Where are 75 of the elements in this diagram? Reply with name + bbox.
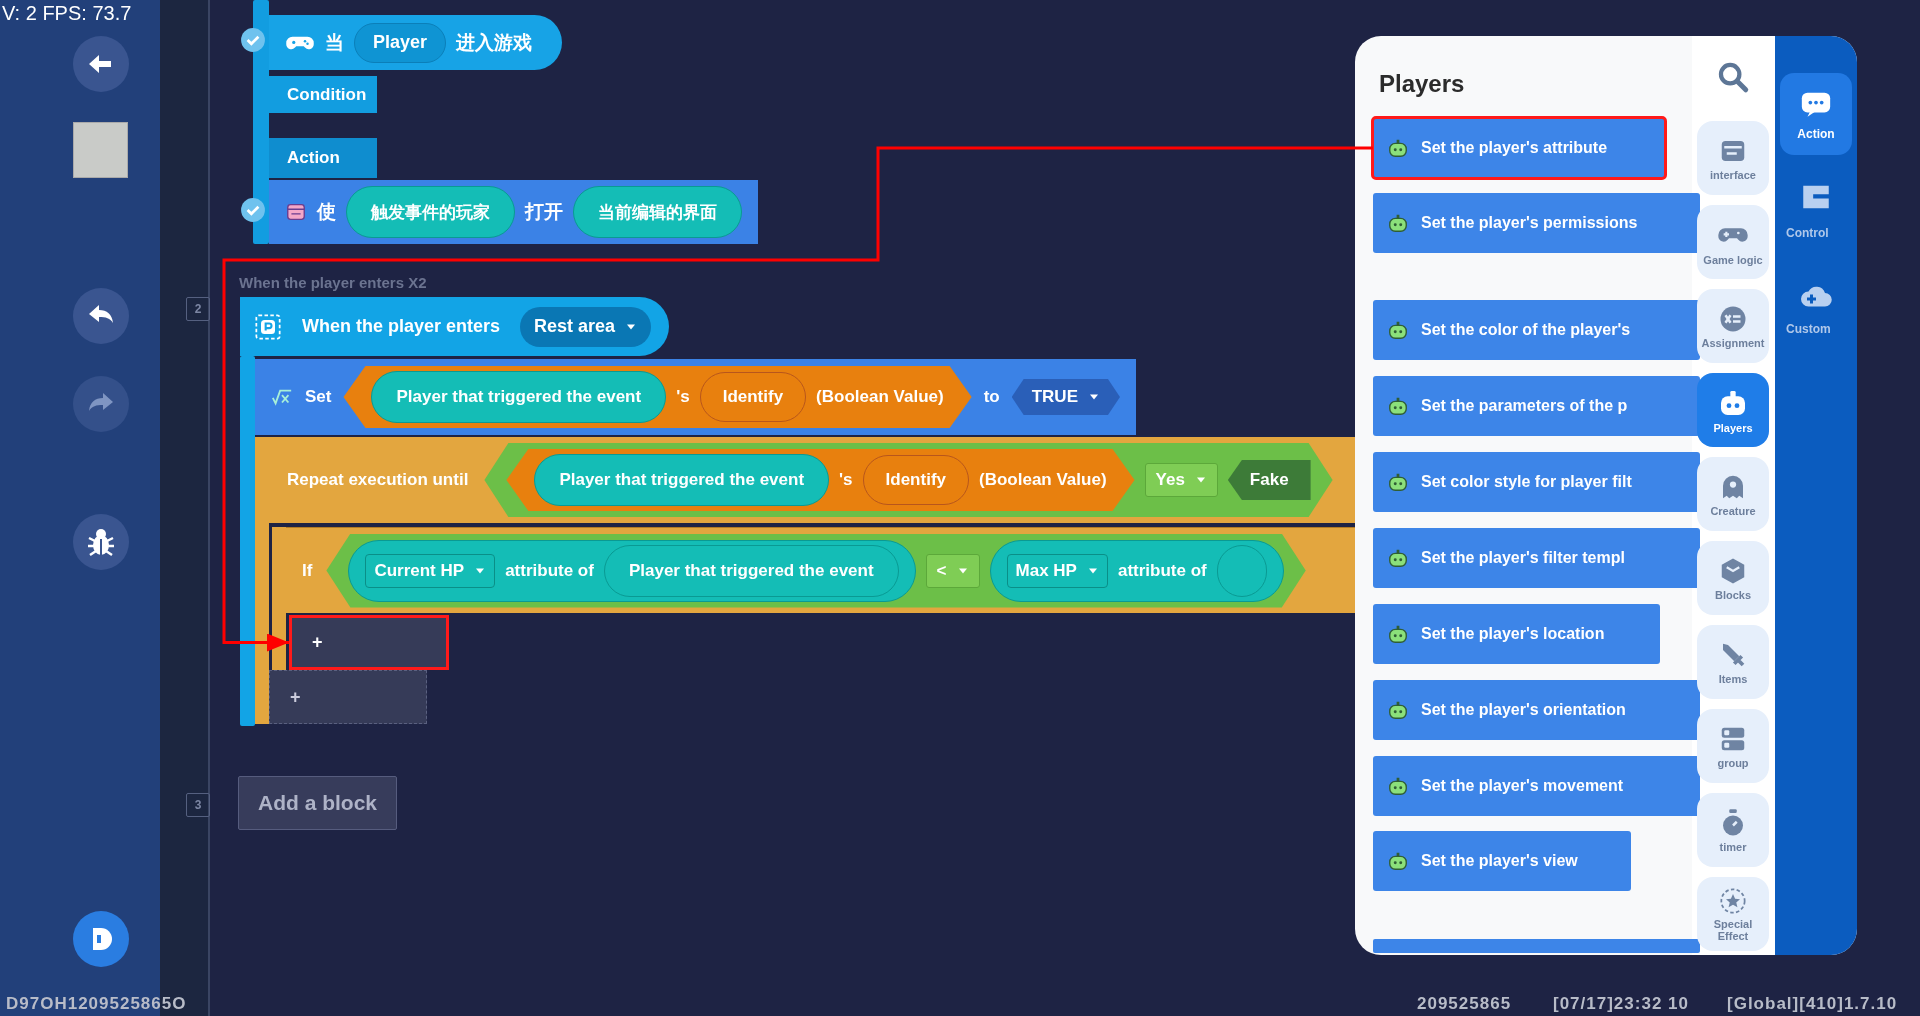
block-label: 打开	[525, 200, 563, 224]
dropdown: <	[925, 553, 980, 588]
status-text: [07/17]23:32 10	[1553, 994, 1689, 1014]
fps-counter: V: 2 FPS: 73.7	[2, 2, 132, 25]
palette-block-button: Set color style for player filt	[1373, 452, 1700, 512]
block-label: When the player enters	[302, 316, 501, 337]
value-pill: Player that triggered the event	[534, 454, 830, 506]
block-label: If	[302, 560, 313, 581]
category-button: Blocks	[1697, 541, 1769, 615]
category-button: timer	[1697, 793, 1769, 867]
category-button: Items	[1697, 625, 1769, 699]
dropdown: Max HP	[1006, 553, 1108, 588]
status-text: 209525865	[1417, 994, 1512, 1014]
section-tab: Condition	[269, 76, 377, 113]
set-block	[255, 359, 1136, 435]
category-button: Players	[1697, 373, 1769, 447]
palette-block-button: Set the player's movement	[1373, 756, 1700, 816]
category-button: Creature	[1697, 457, 1769, 531]
block-label: 进入游戏	[456, 30, 533, 55]
dropdown: Current HP	[365, 553, 496, 588]
block-label: attribute of	[505, 560, 594, 581]
section-tab: Action	[269, 138, 377, 178]
value-pill: 触发事件的玩家	[346, 186, 515, 238]
status-text: [Global][410]1.7.10	[1727, 994, 1898, 1014]
category-button: Special Effect	[1697, 877, 1769, 951]
value-pill: Player that triggered the event	[603, 544, 899, 597]
event-block	[240, 297, 670, 356]
category-button: Assignment	[1697, 289, 1769, 363]
expression-pill	[989, 539, 1284, 602]
block-label: 使	[317, 200, 336, 224]
palette-block-button: Set the color of the player's	[1373, 300, 1700, 360]
palette-block-button: Set the player's filter templ	[1373, 528, 1700, 588]
block-label: to	[983, 387, 1000, 407]
palette-block-button: Set the player's attribute	[1373, 118, 1665, 178]
category-button: group	[1697, 709, 1769, 783]
dropdown: TRUE	[1011, 379, 1120, 415]
section-caption: When the player enters X2	[239, 274, 427, 291]
value-pill: Identify	[862, 455, 969, 505]
block-label: (Boolean Value)	[816, 387, 944, 407]
block-label: 's	[676, 387, 690, 407]
palette-block-button: Set the parameters of the p	[1373, 376, 1700, 436]
action-block	[269, 180, 758, 244]
expression-pill	[348, 539, 916, 602]
value-pill: Player that triggered the event	[371, 371, 667, 423]
category-tab: Action	[1780, 73, 1852, 155]
block-label: Repeat execution until	[287, 470, 469, 490]
dropdown: Yes	[1144, 463, 1218, 497]
panel-heading: Players	[1379, 70, 1465, 98]
category-tab-label: Custom	[1786, 322, 1831, 336]
block-palette-panel	[1355, 36, 1857, 955]
dropdown: Rest area	[520, 306, 652, 347]
palette-block-button	[1373, 939, 1700, 953]
category-button: interface	[1697, 121, 1769, 195]
palette-block-button: Set the player's view	[1373, 831, 1631, 891]
category-button: Game logic	[1697, 205, 1769, 279]
palette-block-button: Set the player's location	[1373, 604, 1660, 664]
block-label: 当	[325, 30, 344, 55]
palette-block-button: Set the player's orientation	[1373, 680, 1700, 740]
category-tab-label: Control	[1786, 226, 1829, 240]
status-text: D97OH1209525865O	[6, 994, 187, 1014]
block-label: (Boolean Value)	[979, 470, 1107, 490]
palette-block-button: Set the player's permissions	[1373, 193, 1700, 253]
value-pill: 当前编辑的界面	[573, 186, 742, 238]
value-pill: Identify	[699, 372, 807, 422]
empty-slot: +	[269, 670, 427, 724]
block-label: Set	[305, 387, 332, 407]
block-label: attribute of	[1117, 560, 1207, 581]
block-connector-bar	[240, 356, 255, 726]
arrow	[222, 146, 1373, 652]
empty-slot: +	[289, 615, 449, 670]
event-block	[269, 15, 563, 70]
value-pill	[1216, 544, 1267, 597]
add-block-button: Add a block	[238, 776, 397, 830]
block-label: 's	[839, 470, 853, 490]
value-pill: Player	[354, 22, 447, 63]
